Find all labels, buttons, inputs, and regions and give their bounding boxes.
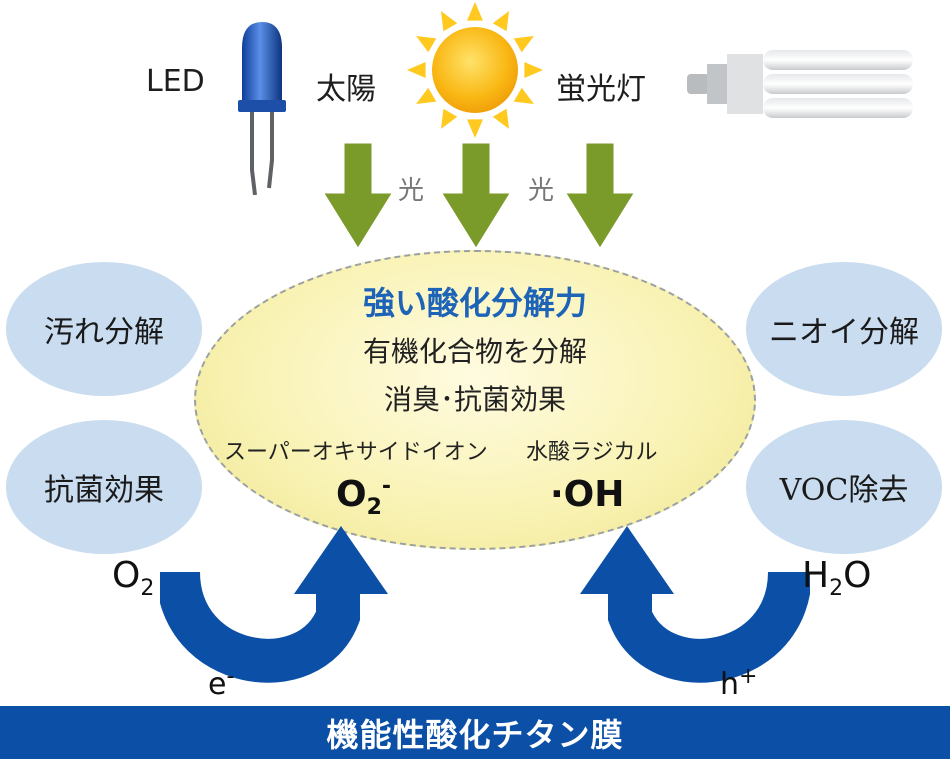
hydroxyl-label: 水酸ラジカル — [526, 440, 658, 465]
sun-ray — [513, 36, 534, 53]
fluorescent-label: 蛍光灯 — [556, 72, 646, 107]
effect-bubble-odor-decomposition: ニオイ分解 — [746, 262, 942, 396]
light-label-right: 光 — [528, 176, 555, 206]
light-arrow-right — [561, 140, 639, 253]
led-icon — [238, 22, 286, 195]
sun-ray — [467, 2, 483, 21]
hole-label: h+ — [720, 664, 758, 702]
sun-ray — [407, 62, 426, 78]
band-label: 機能性酸化チタン膜 — [326, 715, 624, 754]
superoxide-label: スーパーオキサイドイオン — [224, 440, 488, 465]
electron-label: e- — [208, 664, 235, 702]
fluorescent-lamp-icon — [687, 50, 913, 118]
core-line-organic: 有機化合物を分解 — [362, 335, 587, 368]
oxygen-reactant: O2 — [112, 555, 155, 602]
effect-label: 汚れ分解 — [44, 315, 164, 350]
core-line-deodorize: 消臭･抗菌効果 — [383, 383, 566, 416]
sun-ray — [467, 119, 483, 138]
curved-arrow-right — [580, 526, 810, 683]
effect-label: 抗菌効果 — [44, 473, 164, 508]
sun-ray — [441, 108, 458, 129]
light-label-left: 光 — [398, 176, 425, 206]
effect-label: VOC除去 — [779, 473, 909, 508]
effect-bubble-voc-removal: VOC除去 — [746, 420, 942, 554]
sun-ray — [441, 11, 458, 32]
effect-bubble-antibacterial: 抗菌効果 — [6, 420, 202, 554]
sun-label: 太陽 — [316, 72, 376, 107]
hydroxyl-species: ·OH — [550, 474, 625, 515]
light-arrow-left — [319, 140, 397, 253]
sun-ray — [416, 87, 437, 104]
effect-label: ニオイ分解 — [769, 315, 919, 350]
effect-bubble-stain-decomposition: 汚れ分解 — [6, 262, 202, 396]
water-reactant: H2O — [802, 555, 872, 602]
superoxide-species: O2- — [336, 474, 392, 521]
titanium-oxide-film-band: 機能性酸化チタン膜 — [0, 706, 950, 759]
light-arrow-center — [437, 140, 515, 253]
sun-icon — [407, 2, 543, 138]
sun-ray — [492, 11, 509, 32]
oxidation-core-ellipse: 強い酸化分解力 有機化合物を分解 消臭･抗菌効果 スーパーオキサイドイオン 水酸… — [194, 250, 756, 550]
core-title: 強い酸化分解力 — [362, 284, 587, 322]
sun-ray — [524, 62, 543, 78]
sun-ray — [492, 108, 509, 129]
sun-ray — [513, 87, 534, 104]
sun-ray — [416, 36, 437, 53]
curved-arrow-left — [160, 526, 388, 683]
led-label: LED — [146, 64, 205, 99]
